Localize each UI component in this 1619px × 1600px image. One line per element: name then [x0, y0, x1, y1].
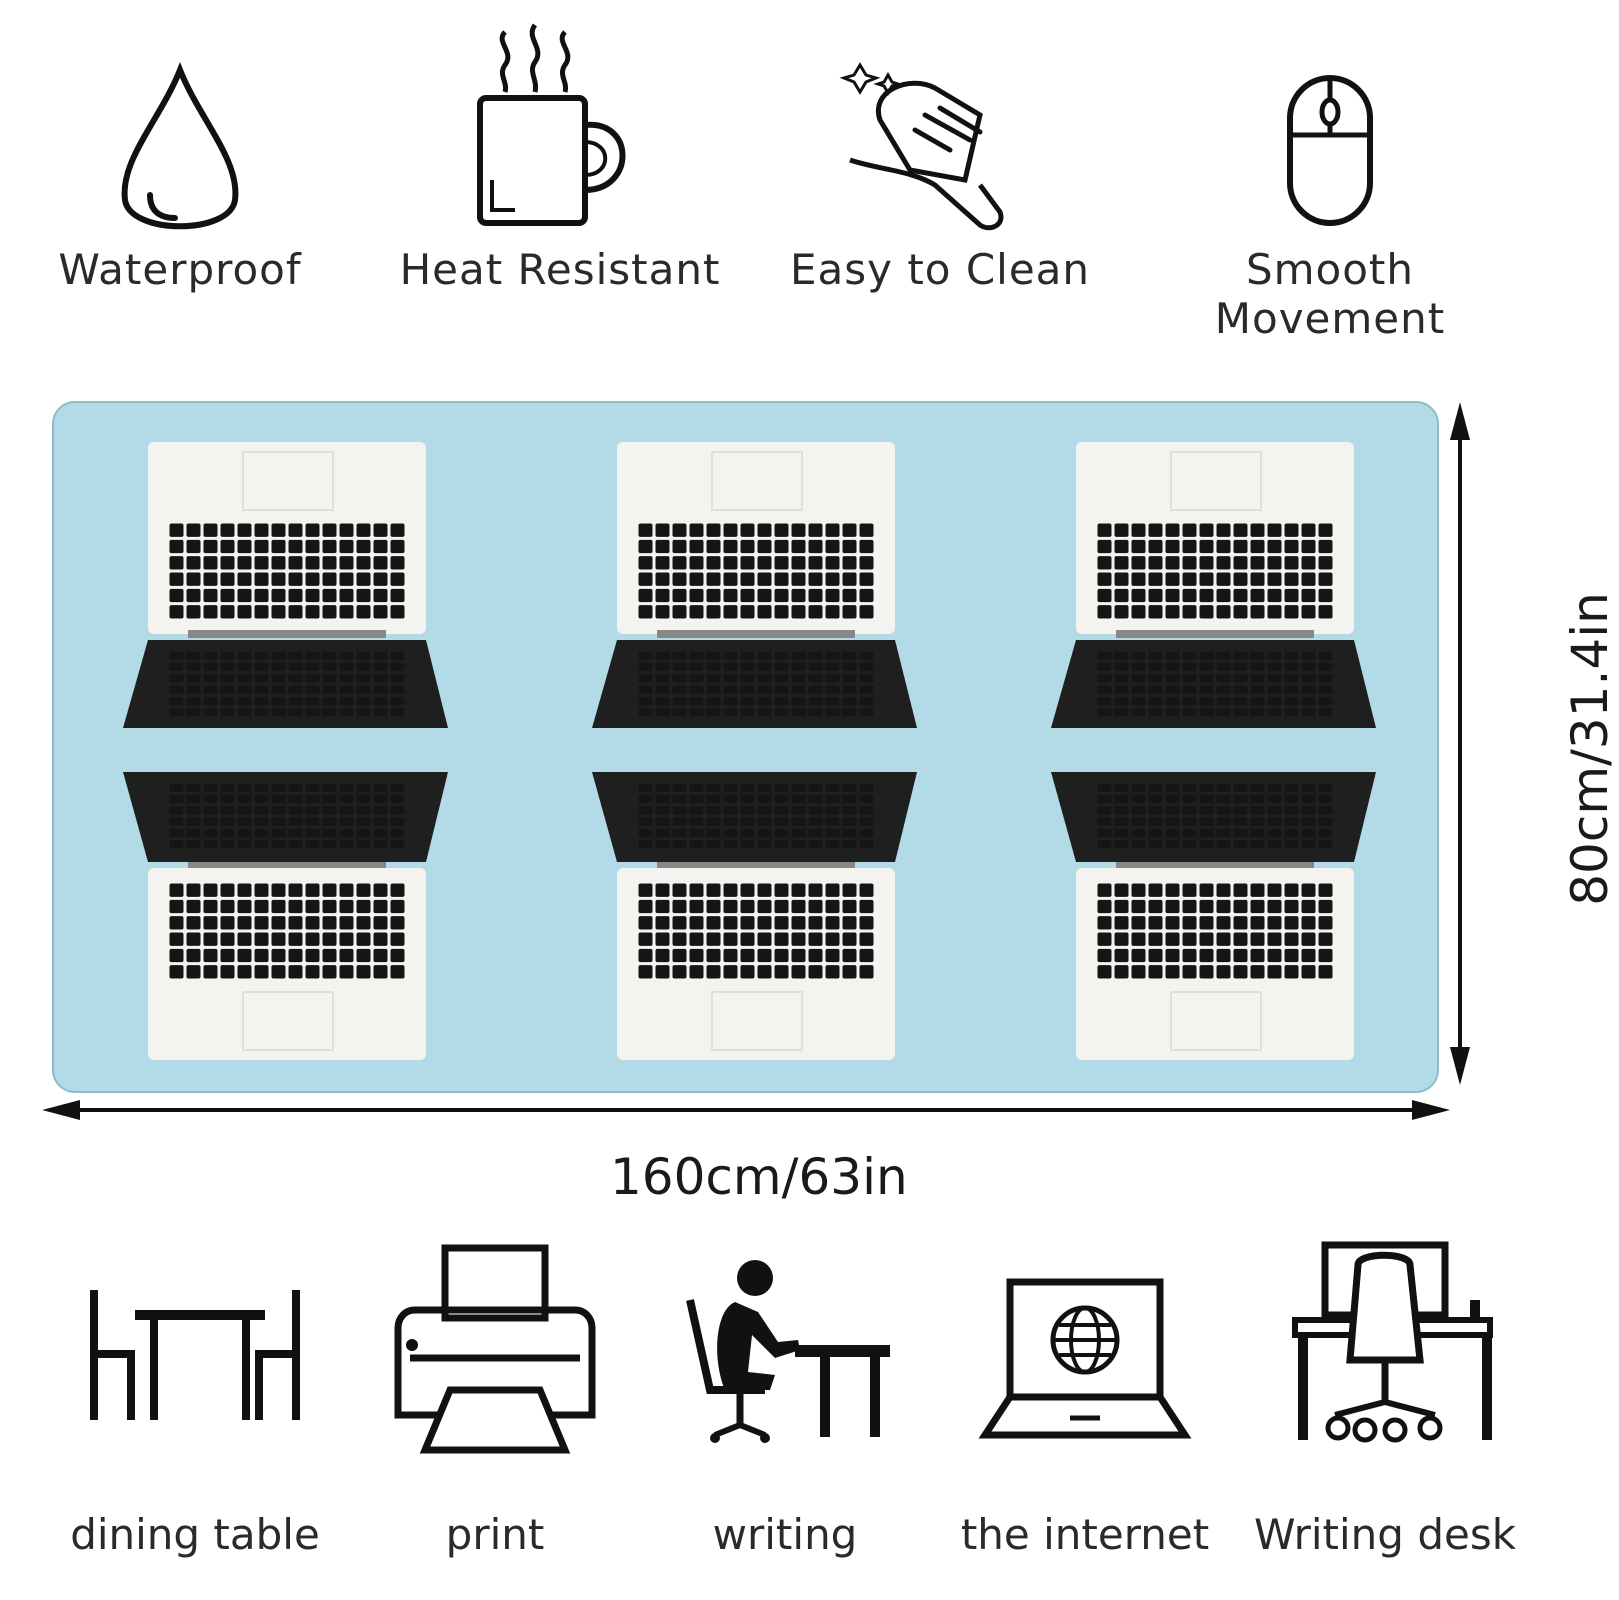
feature-heat-resistant: Heat Resistant [380, 20, 740, 310]
height-dimension-label: 80cm/31.4in [1561, 592, 1619, 906]
feature-label: Heat Resistant [399, 245, 721, 294]
use-label: writing [712, 1510, 858, 1559]
writing-desk-icon [1292, 1241, 1493, 1443]
use-the-internet: the internet [935, 1240, 1235, 1580]
laptop-image [592, 442, 917, 728]
desk-mat-illustration [42, 401, 1470, 1120]
feature-easy-to-clean: Easy to Clean [760, 20, 1120, 310]
laptop-image [123, 772, 448, 1060]
laptop-image [1051, 442, 1376, 728]
feature-label: Easy to Clean [789, 245, 1091, 294]
use-writing: writing [635, 1240, 935, 1580]
use-label: the internet [960, 1510, 1210, 1559]
use-dining-table: dining table [45, 1240, 345, 1580]
dining-table-icon [90, 1290, 300, 1420]
laptop-image [1051, 772, 1376, 1060]
printer-icon [394, 1244, 596, 1454]
mouse-icon [1287, 75, 1373, 226]
laptop-images [123, 442, 1376, 1060]
feature-label: Waterproof [58, 245, 302, 294]
water-drop-icon [121, 61, 239, 230]
use-print: print [345, 1240, 645, 1580]
use-label: Writing desk [1253, 1510, 1517, 1559]
laptop-image [123, 442, 448, 728]
feature-label: Smooth Movement [1214, 245, 1446, 343]
wiping-hand-icon [839, 62, 1004, 231]
width-dimension-label: 160cm/63in [610, 1148, 908, 1206]
use-label: print [445, 1510, 545, 1559]
use-writing-desk: Writing desk [1235, 1240, 1535, 1580]
laptop-image [592, 772, 917, 1060]
laptop-globe-icon [978, 1278, 1192, 1439]
feature-waterproof: Waterproof [0, 20, 360, 310]
writing-person-icon [686, 1260, 890, 1443]
use-label: dining table [70, 1510, 320, 1559]
hot-mug-icon [477, 23, 626, 226]
feature-smooth-movement: Smooth Movement [1150, 20, 1510, 343]
